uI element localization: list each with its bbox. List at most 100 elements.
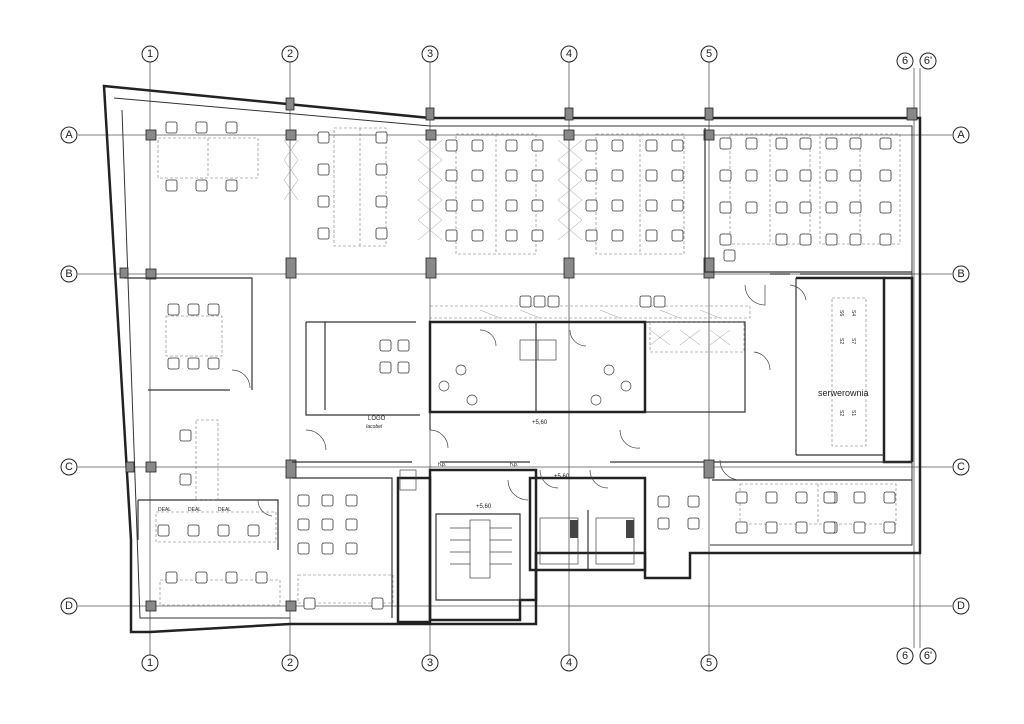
chair-icon [445,139,458,152]
chair-icon [657,517,670,530]
chair-icon [639,295,652,308]
chair-icon [765,491,778,504]
chair-icon [825,169,838,182]
grid-label: 1 [147,48,153,60]
level-mark: +5,60 [476,504,492,510]
chair-icon [531,139,544,152]
chair-icon [585,139,598,152]
grid-bubbles-top: 1 2 3 4 5 6 6' [141,45,937,70]
grid-label: 5 [706,48,712,60]
chair-icon [775,233,788,246]
room-labels: serwerownia LOGO Iacobel DEAL DEAL DEAL … [158,310,869,513]
chair-icon [645,229,658,242]
chair-icon [195,121,208,134]
chair-icon [719,233,732,246]
chair-icon [735,491,748,504]
level-mark: +5,60 [532,420,548,426]
chair-icon [397,361,410,374]
chair-icon [879,233,892,246]
chair-icon [247,524,260,537]
doors [231,284,807,517]
chair-icon [165,121,178,134]
server-rack-label: S4 [850,310,856,316]
chair-icon [505,229,518,242]
grid-bubbles-rows: A B C D A B C D [60,126,970,615]
chair-icon [317,163,330,176]
grid-label: C [957,461,965,473]
grid-label: 4 [566,657,572,669]
grid-label: A [957,129,965,141]
chair-icon [653,295,666,308]
chair-icon [321,494,334,507]
chair-icon [849,169,862,182]
chair-icon [505,169,518,182]
server-rack-label: S2 [838,410,844,416]
grid-label: 1 [147,657,153,669]
chair-icon [379,361,392,374]
chair-icon [345,494,358,507]
deal-label: DEAL [188,507,201,513]
chair-icon [825,233,838,246]
grid-label: D [957,600,965,612]
chair-icon [719,169,732,182]
chair-icon [397,339,410,352]
chair-icon [849,137,862,150]
chair-icon [225,179,238,192]
deal-label: DEAL [158,507,171,513]
chair-icon [187,357,200,370]
chair-icon [505,199,518,212]
chair-icon [179,429,192,442]
chair-icon [611,139,624,152]
chair-icon [611,199,624,212]
chair-icon [445,169,458,182]
chair-icon [735,521,748,534]
chair-icon [195,571,208,584]
chair-icon [217,524,230,537]
chair-icon [853,521,866,534]
chair-icon [531,199,544,212]
chair-icon [345,518,358,531]
chair-icon [297,494,310,507]
chair-icon [795,491,808,504]
chair-icon [375,131,388,144]
chair-icon [445,199,458,212]
grid-bubbles-bottom: 1 2 3 4 5 6 6' [141,647,937,672]
chair-icon [207,357,220,370]
chair-icon [775,201,788,214]
chairs [157,121,896,610]
chair-icon [445,229,458,242]
hatched-bays [283,139,731,346]
chair-icon [317,227,330,240]
server-rack-label: S1 [850,410,856,416]
chair-icon [671,169,684,182]
grid-label: 3 [427,48,433,60]
chair-icon [375,227,388,240]
grid-label: 4 [566,48,572,60]
chair-icon [471,139,484,152]
chair-icon [297,518,310,531]
chair-icon [645,139,658,152]
chair-icon [179,473,192,486]
grid-label: 3 [427,657,433,669]
chair-icon [255,571,268,584]
grid-label: 2 [287,48,293,60]
server-rack-label: S7 [850,338,856,344]
chair-icon [321,542,334,555]
chair-icon [645,199,658,212]
grid-label: D [65,600,73,612]
chair-icon [297,542,310,555]
chair-icon [723,249,736,262]
chair-icon [745,201,758,214]
grid-label: C [65,461,73,473]
interior-walls [124,128,914,624]
chair-icon [317,195,330,208]
chair-icon [375,195,388,208]
chair-icon [371,597,384,610]
grid-label: 6' [924,55,932,67]
chair-icon [533,295,546,308]
grid-label: 6 [902,650,908,662]
chair-icon [157,524,170,537]
server-rack-label: S2 [838,338,844,344]
chair-icon [825,137,838,150]
